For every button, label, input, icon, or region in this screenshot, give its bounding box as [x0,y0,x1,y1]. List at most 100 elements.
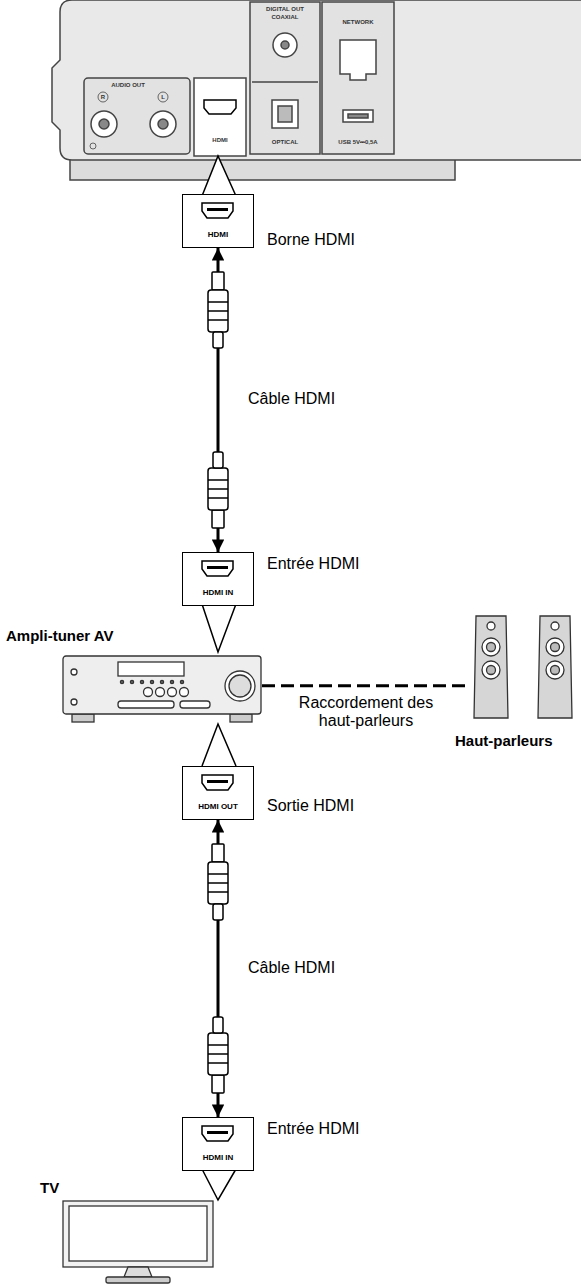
edge-label-holder: Câble HDMI [248,959,335,977]
receiver-drawing [118,701,174,708]
panel-label: NETWORK [343,19,374,25]
player-rear-panel [52,0,581,160]
player-rear-panel [91,111,117,137]
tv-drawing [69,1206,207,1261]
hdmi-plug [208,290,228,332]
receiver-drawing [160,680,163,683]
player-rear-panel [90,143,96,149]
port-name: HDMI IN [203,588,234,597]
receiver-drawing [72,714,94,722]
hdmi-plug [208,468,228,510]
hdmi-plug [212,272,224,290]
panel-label: HDMI [212,137,227,143]
speakers-drawing [487,643,496,652]
hdmi-plug [208,844,228,920]
player-rear-panel [322,2,394,154]
hdmi-plug [208,488,228,490]
player-rear-panel [52,0,581,180]
player-rear-panel [194,78,246,156]
speakers-drawing [474,616,508,718]
outside-label-holder: Entrée HDMI [267,1120,359,1138]
callout-text-holder: HDMI [183,223,253,241]
hdmi-plug [213,452,223,468]
hdmi-plug [212,844,224,862]
receiver-drawing [229,675,251,697]
receiver-drawing [71,669,77,675]
hdmi-port-icon [207,1131,228,1134]
player-rear-panel [278,106,292,122]
edge-label-holder: Câble HDMI [248,390,335,408]
player-rear-panel [204,100,236,114]
panel-label: L [161,94,165,100]
outside-label-holder: Borne HDMI [267,231,355,249]
hdmi-plug [208,1053,228,1055]
cable-label: Câble HDMI [248,959,335,976]
connector-label: Borne HDMI [267,231,355,248]
speakers-drawing [482,661,500,679]
connector-label: Sortie HDMI [267,797,354,814]
tv-drawing [124,1267,152,1277]
receiver-drawing [71,699,77,705]
cable-label: Câble HDMI [248,390,335,407]
callout-pointer [202,156,236,196]
speaker-wire [262,684,470,687]
tv-drawing [106,1277,170,1283]
hdmi-plug [208,497,228,499]
player-rear-panel [150,111,176,137]
outside-label-holder: Ampli-tuner AV [6,627,114,645]
callout-text-holder: HDMI IN [183,1146,253,1164]
hdmi-port-icon [202,775,233,790]
player-rear-panel [99,119,109,129]
hdmi-port-icon [183,553,252,583]
hdmi-port-icon [202,203,233,218]
hdmi-plug [213,904,223,920]
outside-label-holder: Entrée HDMI [267,555,359,573]
hdmi-plug [208,891,228,893]
receiver-drawing [120,680,123,683]
receiver-drawing [225,671,255,701]
tv-device: TV [62,1200,217,1284]
hdmi-plug [208,882,228,884]
hdmi-plug [208,873,228,875]
player-rear-panel [158,119,168,129]
receiver-drawing [170,680,173,683]
hdmi-plug [208,1062,228,1064]
panel-label: USB 5V⎓0,5A [338,139,377,146]
callout-pointer [202,604,236,652]
player-rear-panel [252,81,318,83]
hdmi-port-icon [183,767,252,797]
connector-callout: HDMI OUTSortie HDMI [182,766,254,820]
port-name: HDMI [208,230,228,239]
outside-label-holder: Haut-parleurs [455,732,553,750]
receiver-drawing [130,680,133,683]
hdmi-plug [208,1044,228,1046]
receiver-drawing [144,688,153,697]
receiver-drawing [168,688,177,697]
connector-callout: HDMI INEntrée HDMI [182,552,254,606]
player-rear-panel [84,78,190,154]
panel-label: AUDIO OUT [111,82,145,88]
callout-text-holder: HDMI IN [183,581,253,599]
speakers-drawing [538,616,572,718]
speakers-drawing [470,612,578,724]
device-label: TV [40,1179,59,1196]
speakers-drawing [487,622,495,630]
player-rear-panel [348,114,368,118]
device-label: Haut-parleurs [455,732,553,749]
receiver-drawing [140,680,143,683]
callout-text-holder: HDMI OUT [183,795,253,813]
hdmi-port-icon [207,208,228,211]
speakers-drawing [551,666,560,675]
connector-label: Entrée HDMI [267,555,359,572]
connector-callout: HDMI INEntrée HDMI [182,1117,254,1171]
player-rear-panel [250,2,320,154]
hdmi-plug [212,510,224,528]
hdmi-plug [213,332,223,348]
hdmi-plug [208,479,228,481]
receiver-drawing [118,662,184,676]
hdmi-plug [208,272,228,348]
receiver-drawing [180,680,183,683]
outside-label-holder: Sortie HDMI [267,797,354,815]
hdmi-plug [212,1075,224,1093]
